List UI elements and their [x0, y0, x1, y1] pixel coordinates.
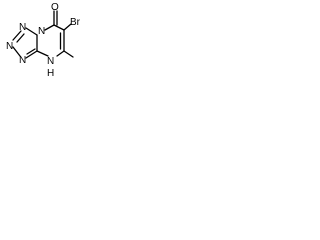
bond-n1-n2-2: [16, 33, 25, 43]
bond-n3-cfused-1: [25, 50, 38, 59]
amine-nitrogen: N: [47, 56, 54, 67]
bond-c-co: [53, 24, 65, 31]
tetrazole-nitrogen-2: N: [6, 41, 13, 52]
bridgehead-nitrogen: N: [38, 26, 45, 37]
bonds: [12, 10, 74, 59]
bond-n1-n2-1: [12, 30, 22, 41]
tetrazole-nitrogen-1: N: [19, 22, 26, 33]
tetrazolopyrimidinone-structure: O Br N N N N N H: [6, 2, 81, 79]
oxygen-atom: O: [51, 2, 59, 13]
bond-nbridge-n1: [25, 27, 38, 36]
atom-labels: O Br N N N N N H: [6, 2, 81, 79]
tetrazole-nitrogen-3: N: [19, 55, 26, 66]
bond-cme-nh: [56, 50, 65, 57]
bond-n3-cfused-2: [26, 48, 36, 55]
bond-c-nbridge: [44, 24, 55, 31]
bromine-atom: Br: [70, 17, 81, 28]
bond-cme-methyl: [63, 50, 74, 58]
bond-nh-cfused: [36, 50, 49, 57]
bond-c-br: [63, 23, 72, 31]
bond-n2-n3: [12, 46, 21, 57]
amine-hydrogen: H: [47, 68, 54, 79]
